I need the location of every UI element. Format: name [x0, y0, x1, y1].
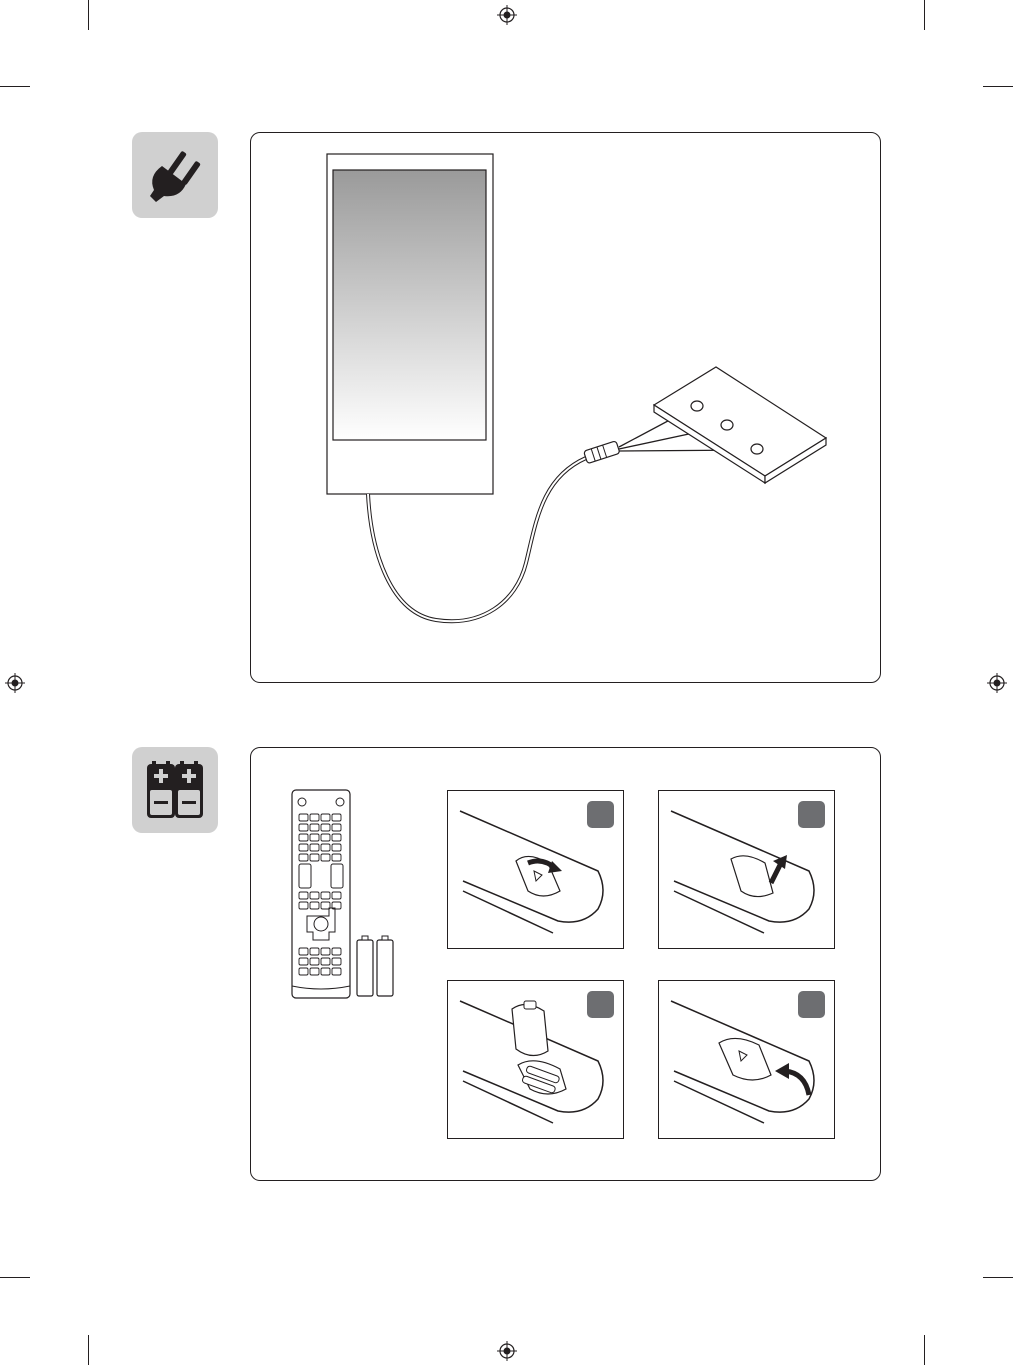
registration-mark-bottom: [497, 1341, 517, 1361]
crop-mark-right-bottom-h: [983, 1277, 1013, 1278]
ir-sensor-connection-illustration: [251, 133, 880, 682]
power-plug-tile: [132, 132, 218, 218]
registration-mark-right: [987, 673, 1007, 693]
step-2-badge: [798, 801, 825, 828]
step-4-badge: [798, 991, 825, 1018]
power-plug-icon: [132, 132, 218, 218]
crop-mark-left-bottom-h: [0, 1277, 30, 1278]
crop-mark-top-left-v: [88, 0, 89, 30]
step-4-close-cover: [658, 980, 835, 1139]
batteries-icon: [132, 747, 218, 833]
crop-mark-right-top-h: [983, 86, 1013, 87]
step-1-badge: [587, 801, 614, 828]
step-3-badge: [587, 991, 614, 1018]
crop-mark-bottom-right-v: [924, 1335, 925, 1365]
registration-mark-top: [497, 5, 517, 25]
battery-panel: [250, 747, 881, 1181]
crop-mark-left-top-h: [0, 86, 30, 87]
batteries-tile: [132, 747, 218, 833]
step-1-open-cover: [447, 790, 624, 949]
step-2-lift-cover: [658, 790, 835, 949]
crop-mark-top-right-v: [924, 0, 925, 30]
step-3-insert-batteries: [447, 980, 624, 1139]
registration-mark-left: [5, 673, 25, 693]
remote-and-batteries-illustration: [291, 788, 411, 1008]
connection-panel: [250, 132, 881, 683]
crop-mark-bottom-left-v: [88, 1335, 89, 1365]
